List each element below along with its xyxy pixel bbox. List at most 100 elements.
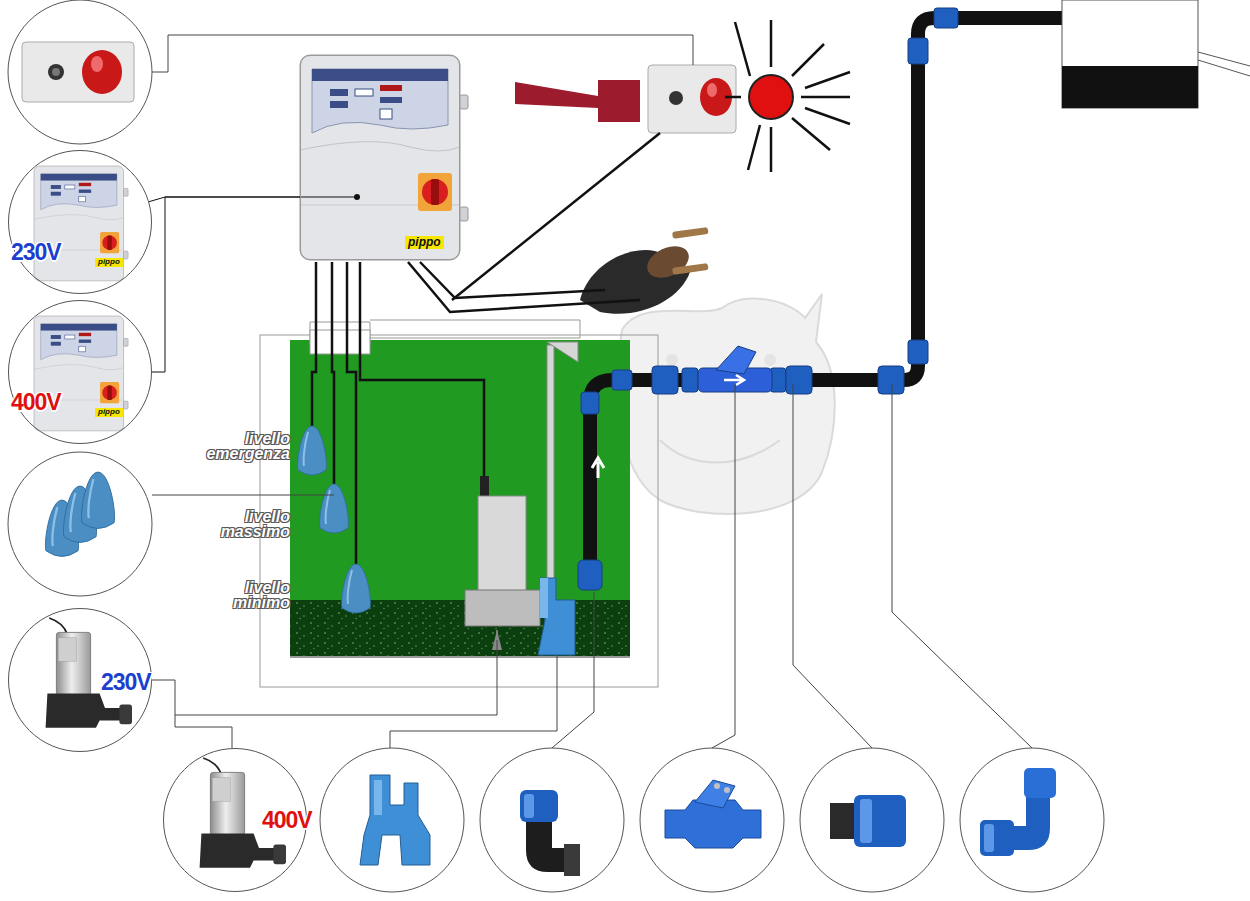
alarm-light [725,20,850,172]
alarm-light [805,72,850,88]
voltage-callout: 230Vpippo [8,150,152,294]
alarm-box [707,83,717,97]
alarm-light [725,20,850,172]
watermark-rhino [666,354,678,366]
pipe-fitting [612,370,632,390]
pump-foot [540,578,548,618]
check-valve-icon [665,780,761,848]
alarm-icon [82,50,122,94]
leader-line [300,197,357,198]
alarm-light [801,96,850,99]
leader-line [793,384,872,748]
power-cable [452,133,660,300]
float-switch [298,426,327,475]
leader-line [552,592,594,748]
adapter-fitting-icon [830,795,906,847]
pump-foot-icon [360,775,430,865]
discharge-pipe [590,18,1120,585]
level-label: livello massimo [190,509,290,539]
leader-line [152,495,334,496]
elbow-fitting-icon [520,790,558,822]
pipe-fitting [934,8,958,28]
adapter-fitting-icon [830,803,858,839]
guide-rail [547,342,578,590]
pipe-fitting [878,366,904,394]
leader-line [712,384,735,748]
outlet-basin [1198,52,1250,76]
tank [290,600,630,656]
tank [260,320,658,687]
alarm-light [735,22,750,76]
callout-circle [8,0,1104,892]
alarm-light [792,118,830,150]
callout-circle [8,452,152,596]
power-plug [672,227,709,239]
adapter-fitting-icon [854,795,906,847]
guide-rail [547,342,578,362]
outlet-basin [1062,0,1198,108]
adapter-fitting-icon [860,799,872,843]
callout-circle [640,748,784,892]
elbow-fitting-icon [980,820,1014,856]
alarm-icon [22,42,134,102]
level-label: livello minimo [190,580,290,610]
power-cable [420,262,605,298]
callout-circle [480,748,624,892]
leader-line [390,656,557,748]
voltage-label: 230V [11,239,61,266]
voltage-label: 230V [101,669,151,696]
pump-callout: 400V [163,748,307,892]
submersible-pump [465,476,540,650]
leader-line [152,680,232,748]
outlet-basin [1062,0,1250,108]
elbow-fitting-icon [984,824,994,852]
callout-circle [320,748,464,892]
pipe-fitting [908,38,928,64]
check-valve-icon [714,783,720,789]
outlet-basin [1062,66,1198,108]
brand-logo: pippo [405,236,444,249]
power-cable [408,262,640,312]
brand-logo: pippo [95,408,123,417]
float-switch [81,472,114,528]
pipe-fitting [578,560,602,590]
voltage-callout: 400V pippo [8,300,152,444]
check-valve [724,375,744,385]
check-valve-icon [665,800,761,848]
alarm-box [648,65,736,133]
voltage-label: 400V [11,389,61,416]
leader-line [175,640,497,715]
alarm-light [805,108,850,124]
elbow-fitting-icon [564,844,580,876]
level-label: livello emergenza [190,431,290,461]
tank [290,340,630,656]
alarm-icon [52,68,60,76]
control-panel: pippo [300,55,460,260]
pipe-fitting [786,366,812,394]
voltage-label: 400V [262,807,312,834]
float-cable [332,262,334,486]
pipe-fitting [908,340,928,364]
alarm-box [669,91,683,105]
leader-line [149,197,300,202]
pump-foot [538,578,575,655]
leader-line [152,35,1032,748]
watermark-rhino [617,294,834,514]
callout-circle [960,748,1104,892]
submersible-pump [465,590,540,626]
leader-line [152,197,300,372]
check-valve-icon [695,780,735,808]
pump-callout: 230V [8,608,152,752]
pump-foot-icon [374,780,382,815]
pipe-fitting [652,366,678,394]
tank [290,656,630,658]
check-valve [716,346,756,374]
watermark-rhino [764,354,776,366]
alarm-icon [48,64,64,80]
check-valve-icon [724,787,730,793]
leader-line [892,384,1032,748]
